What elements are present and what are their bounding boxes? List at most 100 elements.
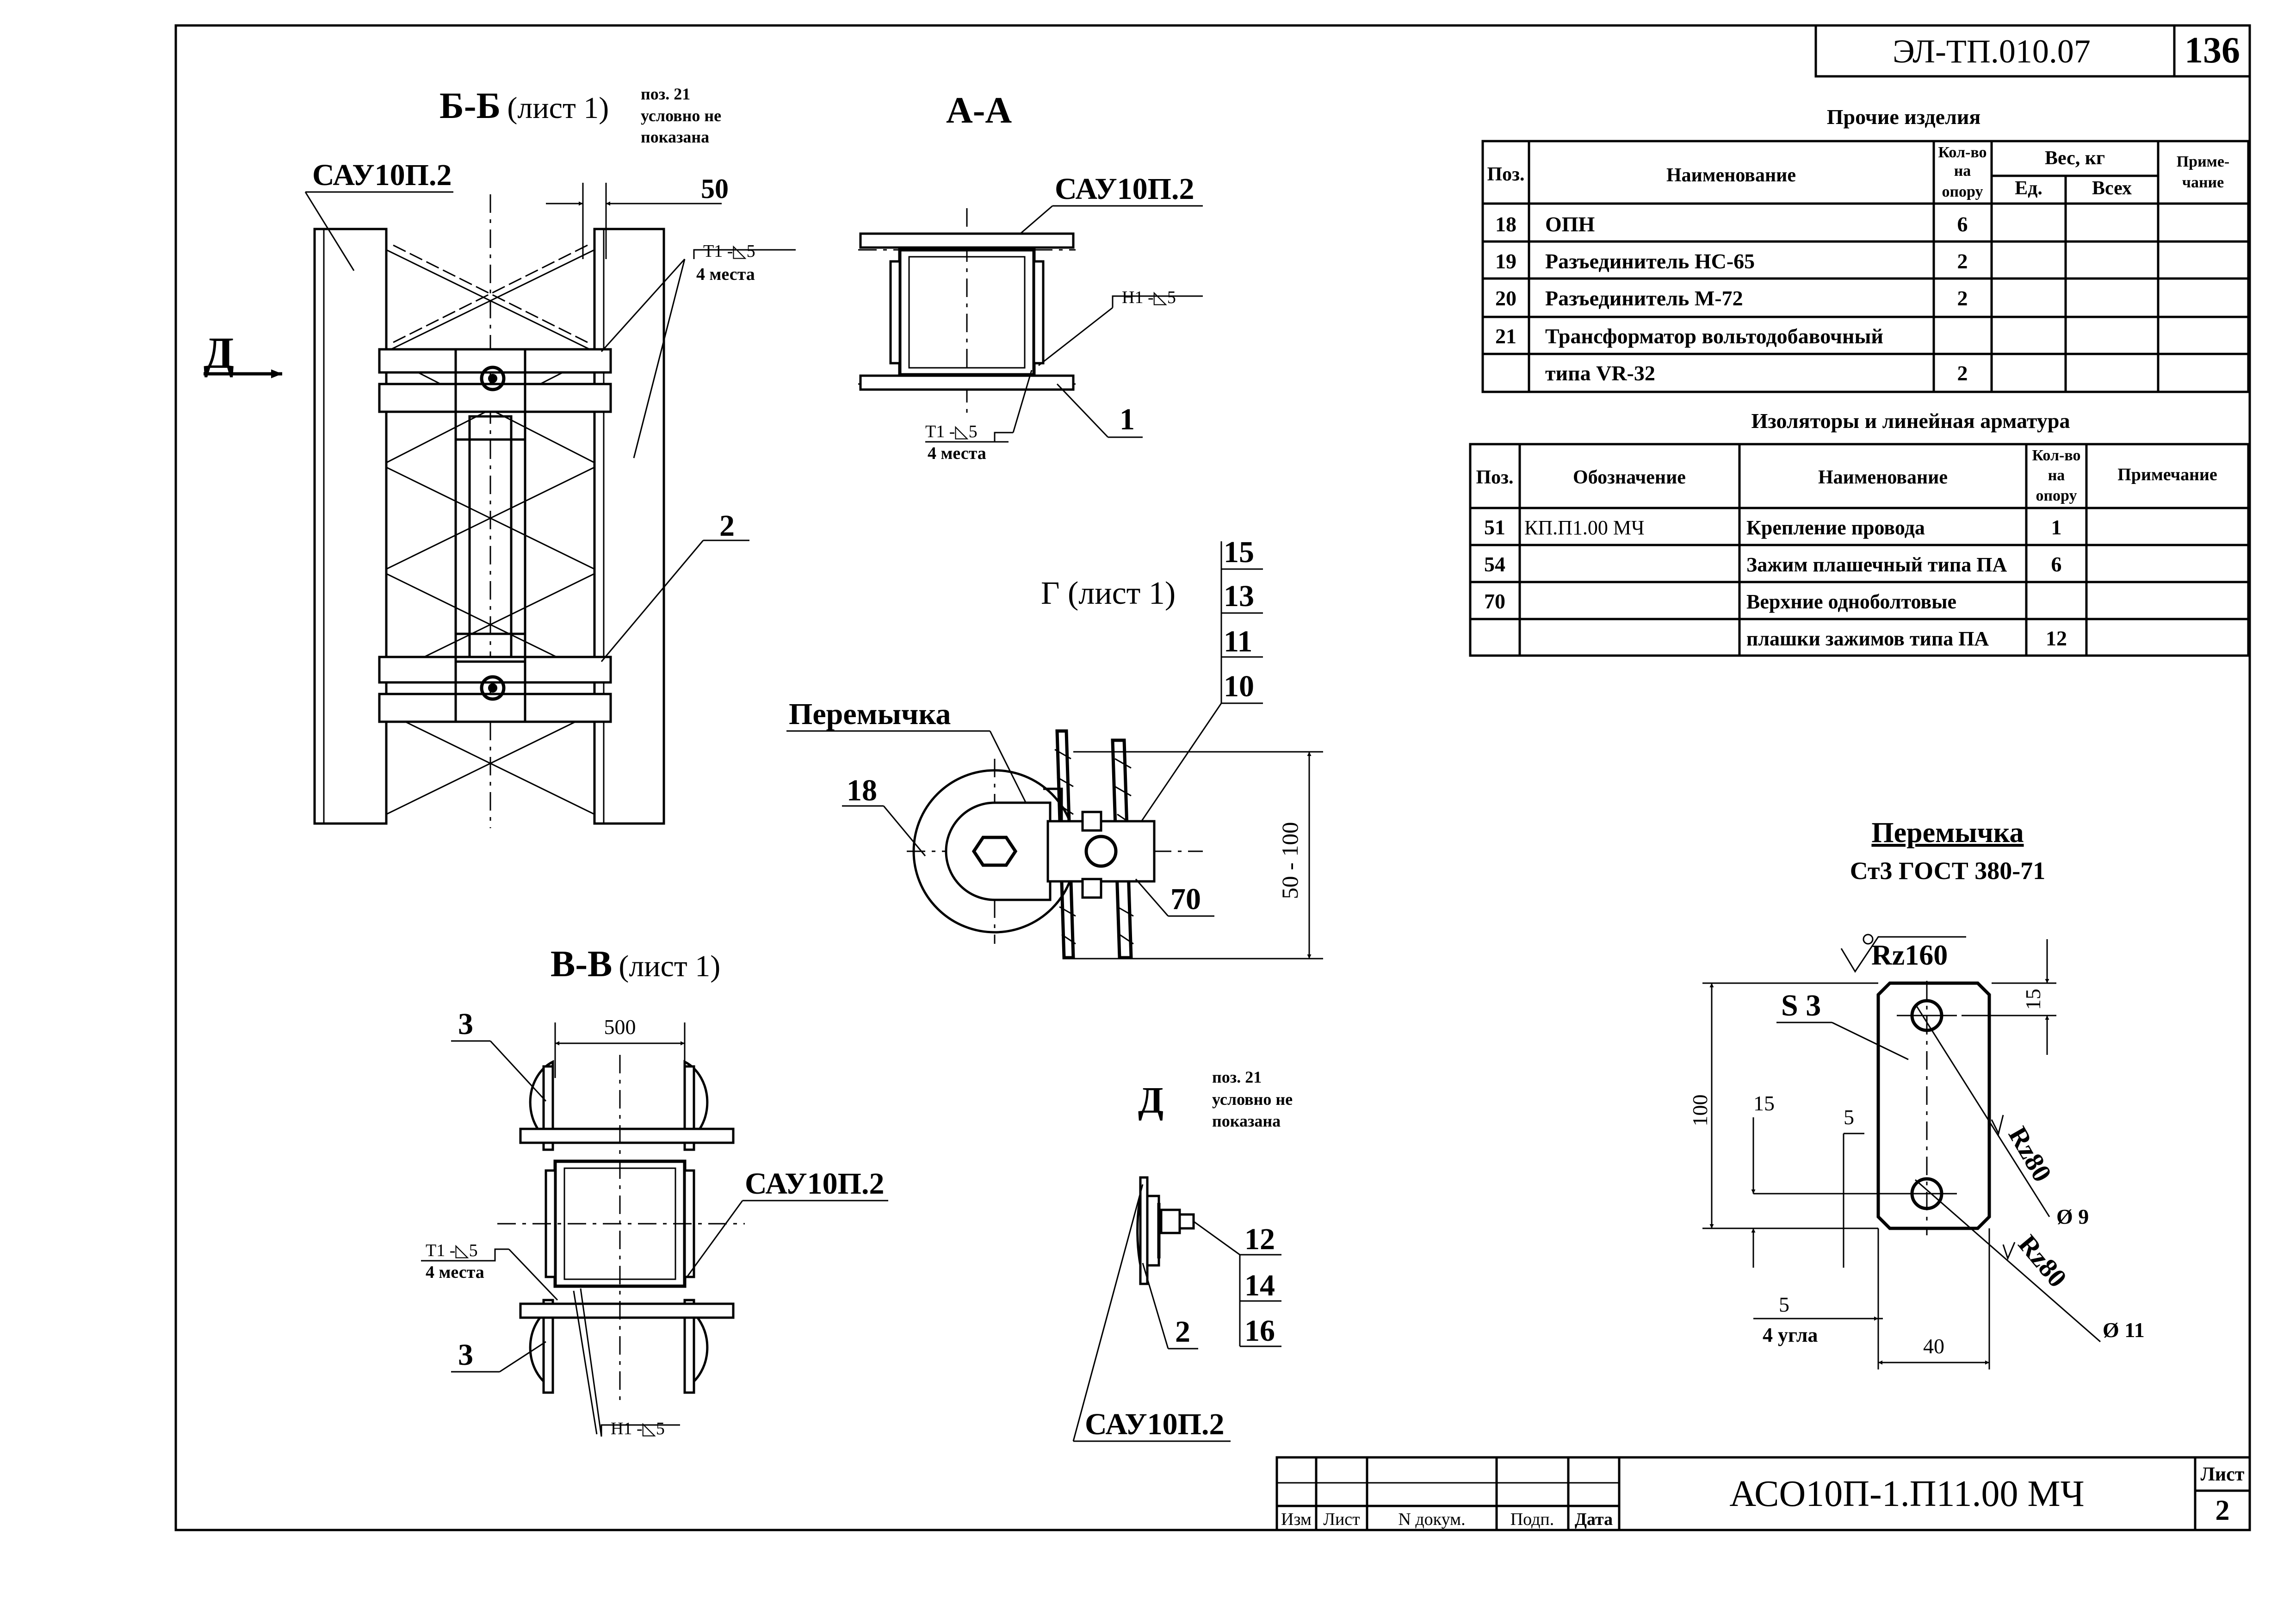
th-designation: Обозначение (1573, 467, 1686, 488)
weld-t1-bb: Т1 -◺5 (703, 242, 755, 261)
dim-50: 50 (701, 173, 729, 204)
cell-qty: 12 (2046, 626, 2067, 650)
dim-15-top: 15 (2021, 989, 2045, 1010)
pos-10: 10 (1224, 669, 1254, 703)
corners-note: 4 угла (1763, 1324, 1818, 1346)
weld-t1-vv: Т1 -◺5 (426, 1241, 478, 1260)
label-jumper-g: Перемычка (789, 697, 951, 731)
weld-count-bb: 4 места (696, 265, 755, 284)
dim-500: 500 (604, 1015, 636, 1039)
view-arrow-d: Д (204, 328, 234, 378)
label-sau-vv: САУ10П.2 (745, 1167, 885, 1201)
view-aa-title: А-А (946, 90, 1012, 131)
cell-qty: 6 (1957, 212, 1968, 236)
th-pos: Поз. (1476, 467, 1513, 488)
tb-col-list: Лист (1323, 1510, 1360, 1529)
doc-code: ЭЛ-ТП.010.07 (1893, 33, 2091, 70)
view-d-note: поз. 21 (1212, 1068, 1262, 1086)
weld-count-vv: 4 места (426, 1263, 484, 1282)
jumper-detail: Перемычка Ст3 ГОСТ 380-71 Rz160 S 3 15 1… (1688, 817, 2145, 1369)
cell-name: Зажим плашечный типа ПА (1746, 553, 2007, 576)
cell-pos: 19 (1495, 249, 1516, 273)
tb-col-date: Дата (1575, 1510, 1613, 1529)
insulators-title: Изоляторы и линейная арматура (1751, 409, 2070, 433)
view-vv-title: В-В(лист 1) (551, 944, 720, 985)
dim-15-left: 15 (1753, 1091, 1775, 1115)
rz80-a: Rz80 (2003, 1121, 2058, 1187)
th-name: Наименование (1666, 165, 1796, 186)
pos-70-g: 70 (1170, 882, 1201, 916)
cell-name: Разъединитель М-72 (1545, 286, 1743, 310)
cell-designation: КП.П1.00 МЧ (1524, 516, 1645, 539)
pos-3-top: 3 (458, 1007, 473, 1041)
view-d-title: Д (1138, 1080, 1163, 1121)
cell-qty: 2 (1957, 286, 1968, 310)
cell-pos: 20 (1495, 286, 1516, 310)
pos-3-bottom: 3 (458, 1338, 473, 1372)
title-block: Изм Лист N докум. Подп. Дата АСО10П-1.П1… (1275, 1456, 2251, 1531)
pos-2-d: 2 (1175, 1315, 1190, 1349)
page-number: 136 (2185, 30, 2240, 71)
insulators-table: Изоляторы и линейная арматура Поз. Обозн… (1469, 409, 2250, 657)
cell-pos: 51 (1484, 515, 1505, 539)
th-qty: опору (2036, 487, 2077, 504)
jumper-material: Ст3 ГОСТ 380-71 (1850, 857, 2045, 885)
view-d: Д поз. 21 условно не показана 12 14 16 2… (1072, 1068, 1293, 1442)
view-bb: Б-Б(лист 1) поз. 21 условно не показана … (204, 85, 796, 828)
cell-pos: 18 (1495, 212, 1516, 236)
drawing-frame (174, 24, 2251, 1531)
tb-col-doc: N докум. (1398, 1510, 1465, 1529)
view-bb-note: условно не (641, 106, 721, 125)
jumper-title: Перемычка (1871, 817, 2024, 849)
label-sau-bb: САУ10П.2 (312, 158, 452, 192)
view-bb-note: поз. 21 (641, 85, 690, 103)
label-sau-d: САУ10П.2 (1085, 1407, 1225, 1441)
view-g: Г (лист 1) 15 13 11 10 Перемычка (786, 535, 1323, 960)
roughness-rz160: Rz160 (1871, 940, 1948, 971)
weld-t1-aa: Т1 -◺5 (925, 422, 978, 441)
cell-pos: 54 (1484, 552, 1505, 576)
doc-code-box: ЭЛ-ТП.010.07 136 (1814, 24, 2251, 78)
cell-name: ОПН (1545, 212, 1595, 236)
hole-9: Ø 9 (2056, 1205, 2089, 1228)
pos-12-d: 12 (1244, 1222, 1275, 1256)
th-note: Примечание (2117, 465, 2217, 484)
th-qty: на (2048, 467, 2065, 484)
pos-11: 11 (1224, 625, 1252, 658)
cell-qty: 2 (1957, 249, 1968, 273)
other-items-table: Прочие изделия Поз. Наименование Кол-во … (1481, 105, 2250, 393)
th-unit: Ед. (2015, 178, 2042, 199)
dim-40: 40 (1923, 1334, 1944, 1358)
dim-5-corner: 5 (1779, 1293, 1789, 1316)
th-qty: на (1954, 162, 1971, 180)
pos-15: 15 (1224, 535, 1254, 569)
view-vv: В-В(лист 1) 500 3 3 САУ1 (421, 944, 888, 1438)
cell-name: Разъединитель НС-65 (1545, 249, 1755, 273)
dim-5-inner: 5 (1844, 1105, 1854, 1129)
cell-name: Крепление провода (1746, 516, 1925, 539)
tb-designation: АСО10П-1.П11.00 МЧ (1729, 1474, 2084, 1514)
cell-name: Трансформатор вольтодобавочный (1545, 324, 1883, 348)
th-name: Наименование (1818, 467, 1948, 488)
tb-col-sign: Подп. (1510, 1510, 1554, 1529)
cell-name: типа VR-32 (1545, 361, 1655, 385)
cell-name: Верхние одноболтовые (1746, 590, 1956, 613)
view-d-note: показана (1212, 1112, 1281, 1130)
pos-13: 13 (1224, 579, 1254, 613)
th-qty: Кол-во (2032, 447, 2080, 464)
th-total: Всех (2092, 178, 2132, 199)
tb-sheet-number: 2 (2216, 1495, 2230, 1526)
pos-16-d: 16 (1244, 1314, 1275, 1348)
pos-1-aa: 1 (1120, 403, 1135, 436)
rz80-b: Rz80 (2012, 1229, 2073, 1293)
dim-50-100: 50 - 100 (1277, 822, 1303, 899)
th-note: чание (2182, 174, 2224, 191)
cell-qty: 2 (1957, 361, 1968, 385)
weld-count-aa: 4 места (928, 444, 986, 463)
th-pos: Поз. (1487, 164, 1524, 185)
pos-2-bb: 2 (719, 509, 735, 543)
th-qty: опору (1942, 183, 1983, 200)
label-sau-aa: САУ10П.2 (1055, 172, 1194, 206)
cell-pos: 21 (1495, 324, 1516, 348)
view-aa: А-А САУ10П.2 Н1 -◺5 Т1 -◺5 4 места 1 (858, 90, 1203, 463)
